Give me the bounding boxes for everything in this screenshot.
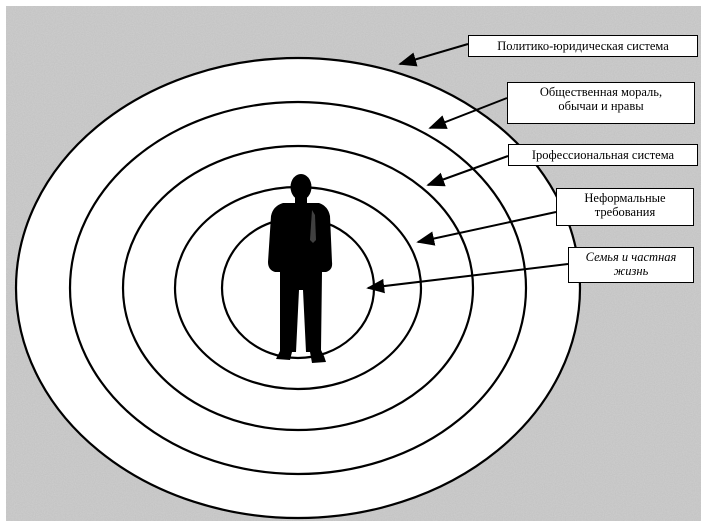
label-professional-system: Iрофессиональная система <box>508 144 698 166</box>
label-public-morals: Общественная мораль, обычаи и нравы <box>507 82 695 124</box>
label-line: обычаи и нравы <box>558 99 644 113</box>
label-line: требования <box>594 205 656 219</box>
arrow-political-legal <box>398 43 469 67</box>
arrow-professional <box>426 155 509 187</box>
arrow-informal <box>416 211 557 246</box>
label-informal-requirements: Неформальные требования <box>556 188 694 226</box>
label-line: Семья и частная <box>585 250 677 264</box>
person-silhouette-icon <box>268 174 333 363</box>
label-line: Iрофессиональная система <box>531 148 675 162</box>
arrows-group <box>366 43 569 294</box>
label-line: Политико-юридическая система <box>497 39 669 53</box>
label-line: Неформальные <box>584 191 666 205</box>
label-family-private-life: Семья и частная жизнь <box>568 247 694 283</box>
label-line: жизнь <box>613 264 649 278</box>
arrow-public-morals <box>428 97 508 129</box>
label-line: Общественная мораль, <box>539 85 663 99</box>
arrow-family <box>366 263 569 294</box>
label-political-legal-system: Политико-юридическая система <box>468 35 698 57</box>
